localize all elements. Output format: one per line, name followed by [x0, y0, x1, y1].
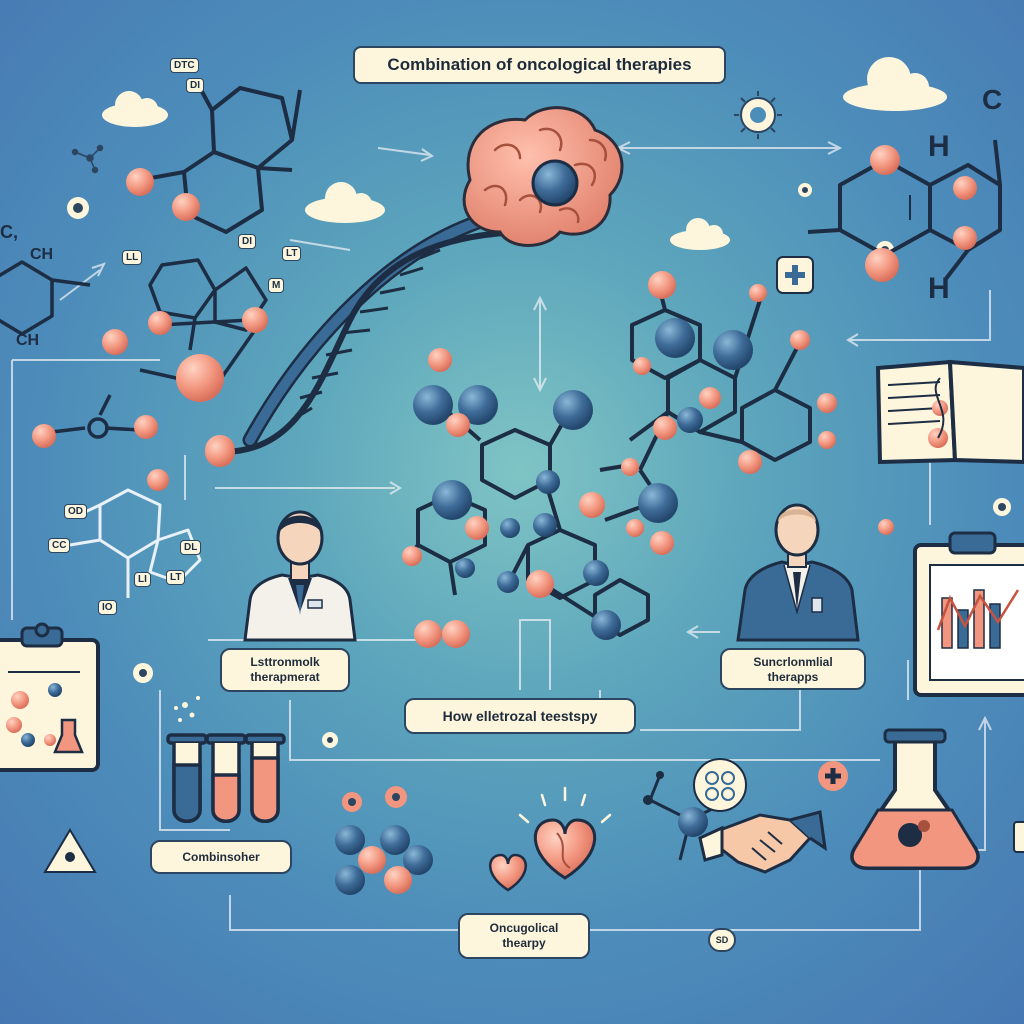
cloud-icon: [102, 91, 168, 127]
book-icon: [875, 359, 1024, 465]
heart-icon: [533, 818, 597, 880]
chem-tag: CC: [48, 538, 71, 553]
handshake-icon: [698, 810, 827, 874]
chem-tag: M: [268, 278, 285, 293]
atoms-left: [32, 307, 268, 465]
cloud-icon: [843, 57, 947, 111]
left-doctor-label-line2: therapmerat: [250, 670, 320, 684]
chem-letter-h: H: [928, 272, 950, 305]
atom: [878, 519, 894, 535]
molecule-top-right: [807, 139, 1002, 282]
plus-icon: [818, 761, 848, 791]
molecule-left: [0, 258, 268, 439]
molecule-left-lower: [69, 488, 202, 598]
chem-tag: LT: [282, 246, 302, 261]
molecule-top-left: [139, 86, 302, 234]
dna-helix: [205, 211, 548, 467]
atoms-top-left: [126, 168, 200, 221]
chem-letter-c: C: [982, 84, 1003, 115]
cell-icon: [798, 183, 812, 197]
cell-icon: [322, 732, 338, 748]
clipboard-right-icon: [913, 531, 1024, 697]
chem-tag: DL: [180, 540, 202, 555]
cell-icon: [67, 197, 89, 219]
left-doctor-label: Lsttronmolk therapmerat: [220, 648, 350, 692]
chem-letter-h: H: [928, 130, 950, 163]
bottom-center-label: Oncugolical thearpy: [458, 913, 590, 959]
bottom-center-label-line2: thearpy: [502, 936, 546, 950]
doctor-left-icon: [243, 510, 357, 642]
cell-icon: [385, 786, 407, 808]
edge-card: [1013, 821, 1024, 853]
chem-tag: OD: [64, 504, 87, 519]
small-molecule: [71, 144, 104, 174]
cell-icon: [734, 91, 782, 139]
test-tubes-icon: [166, 733, 286, 823]
atoms-top-right: [865, 145, 977, 282]
cell-icon: [342, 792, 362, 812]
plus-icon: [776, 256, 814, 294]
chem-tag: DI: [238, 234, 256, 249]
flask-icon: [850, 728, 980, 870]
right-doctor-label-line2: therapps: [767, 670, 819, 684]
heart-icon: [489, 853, 527, 892]
cell-icon: [133, 663, 153, 683]
heart-icons: [489, 786, 612, 892]
page-title: Combination of oncological therapies: [353, 46, 726, 84]
chem-letter-c: C,: [0, 222, 18, 242]
warning-icon: [43, 828, 97, 873]
chem-letter-ch: CH: [16, 332, 40, 349]
molecule-cluster: [335, 825, 433, 895]
brain-icon: [462, 106, 624, 247]
chem-tag: LL: [122, 250, 143, 265]
chem-tag: LI: [134, 572, 151, 587]
small-badge: SD: [708, 928, 736, 952]
molecule-handshake: [643, 758, 747, 861]
clipboard-left-icon: [0, 622, 100, 772]
bar-chart-icon: [941, 589, 1001, 649]
right-doctor-label-line1: Suncrlonmlial: [753, 655, 833, 669]
chem-tag: LT: [166, 570, 186, 585]
chem-tag: DI: [186, 78, 204, 93]
right-doctor-label: Suncrlonmlial therapps: [720, 648, 866, 690]
chem-tag: DTC: [170, 58, 199, 73]
atom: [147, 469, 169, 491]
cell-icon: [993, 498, 1011, 516]
bubbles: [174, 696, 200, 722]
cloud-icon: [305, 182, 385, 223]
cloud-icons: [102, 57, 947, 250]
central-atoms: [402, 271, 837, 648]
bottom-left-label: Combinsoher: [150, 840, 292, 874]
bottom-center-label-line1: Oncugolical: [489, 921, 559, 935]
central-molecule: [402, 271, 837, 648]
center-label: How elletrozal teestspy: [404, 698, 636, 734]
left-doctor-label-line1: Lsttronmolk: [250, 655, 320, 669]
chem-letter-ch: CH: [30, 246, 54, 263]
doctor-right-icon: [736, 503, 860, 642]
chem-tag: IO: [98, 600, 117, 615]
cell-icons: [67, 91, 1011, 812]
cloud-icon: [670, 218, 730, 250]
